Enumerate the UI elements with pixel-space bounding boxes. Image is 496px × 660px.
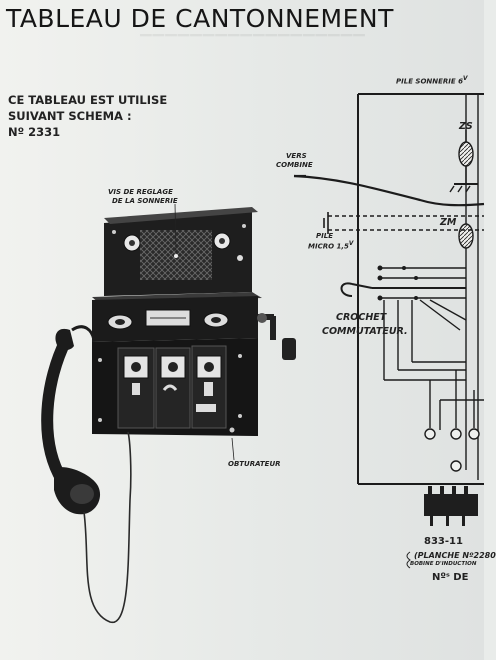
label-vers: VERS	[286, 152, 307, 160]
label-commutateur: COMMUTATEUR.	[322, 326, 408, 337]
label-pile-micro-1: PILE	[316, 232, 333, 240]
label-pile-micro-2: MICRO 1,5V	[308, 241, 353, 250]
usage-note-line: CE TABLEAU EST UTILISE	[8, 93, 168, 107]
coil-pin	[464, 486, 468, 496]
jack-right-hole	[211, 317, 221, 323]
key-3	[204, 382, 213, 396]
wire-to-handset	[293, 174, 485, 207]
ringer-bell-left-center	[129, 240, 135, 246]
leader-line-vis	[174, 203, 177, 253]
hook	[340, 282, 353, 297]
coil-pin	[452, 486, 456, 496]
indicator-2	[168, 362, 178, 372]
crank-shaft	[270, 316, 276, 340]
terminal	[450, 460, 462, 472]
screw	[238, 414, 242, 418]
label-nos-de: Nºˢ DE	[432, 572, 469, 583]
label-pile-sonnerie-text: PILE SONNERIE 6	[396, 77, 463, 86]
label-bobine-induction: BOBINE D'INDUCTION	[410, 561, 477, 567]
shutter-plate	[196, 404, 216, 412]
label-zm: ZM	[440, 217, 457, 228]
label-pile-micro-text: MICRO 1,5	[308, 242, 349, 251]
label-crochet: CROCHET	[336, 312, 387, 323]
induction-coil-symbol	[424, 486, 478, 526]
contact-dot	[414, 296, 418, 300]
coil-block	[424, 494, 478, 516]
ringer-bell-right-center	[219, 238, 225, 244]
ringer-adjust-screw	[237, 255, 243, 261]
label-combine: COMBINE	[276, 161, 313, 169]
indicator-1	[131, 362, 141, 372]
internal-wire	[419, 299, 461, 331]
screw	[242, 224, 246, 228]
ground-hatch	[449, 185, 455, 193]
usage-note-line: SUIVANT SCHEMA :	[8, 109, 132, 123]
handset-illustration	[41, 325, 132, 623]
contact-dot	[414, 276, 418, 280]
handset-cord	[83, 431, 132, 623]
bleed-through-text: ▔▔▔▔▔▔▔▔▔▔▔▔▔▔▔▔▔▔	[140, 34, 366, 52]
label-obturateur: OBTURATEUR	[228, 460, 281, 468]
handset-handle	[41, 334, 72, 486]
contact-dot	[377, 295, 383, 301]
cord-top	[71, 325, 96, 341]
coil-pin	[446, 516, 449, 526]
label-planche: (PLANCHE Nº2280	[414, 551, 496, 560]
switchboard-illustration	[92, 207, 296, 436]
crank-hub	[257, 313, 267, 323]
leader-line-obturateur	[231, 437, 235, 461]
label-bobine-number: 833-11	[424, 536, 463, 547]
contact-dot	[402, 266, 406, 270]
zm-coil	[458, 223, 474, 249]
screw	[112, 230, 116, 234]
contact-dots	[377, 265, 418, 301]
mouthpiece-grille	[70, 484, 94, 504]
label-pile-sonnerie: PILE SONNERIE 6V	[396, 76, 468, 85]
contact-dot	[377, 265, 383, 271]
terminal	[450, 428, 462, 440]
coil-pin	[428, 486, 432, 496]
circuit-schematic	[293, 93, 485, 485]
usage-note-line: Nº 2331	[8, 125, 61, 139]
zs-coil	[458, 141, 474, 167]
page-title: TABLEAU DE CANTONNEMENT	[6, 4, 394, 33]
shutter-screw	[229, 427, 235, 433]
usage-note: CE TABLEAU EST UTILISE SUIVANT SCHEMA : …	[8, 92, 167, 140]
terminals	[424, 428, 480, 472]
ground-hatch	[465, 185, 471, 193]
ringer-adjust-screw-center	[174, 254, 178, 258]
crank-handle	[282, 338, 296, 360]
brace	[406, 551, 411, 569]
label-zs: ZS	[459, 121, 473, 132]
terminal	[424, 428, 436, 440]
coil-pin	[430, 516, 433, 526]
screw	[98, 358, 102, 362]
terminal	[468, 428, 480, 440]
coil-pin	[462, 516, 465, 526]
contact-dot	[377, 275, 383, 281]
illustration-layer	[41, 93, 485, 623]
indicator-3	[204, 362, 214, 372]
coil-pin	[440, 486, 444, 496]
screw	[98, 418, 102, 422]
label-vis-reglage-1: VIS DE REGLAGE	[108, 188, 173, 196]
label-pile-sonnerie-unit: V	[463, 76, 468, 82]
label-pile-micro-unit: V	[348, 241, 354, 247]
ground-hatch	[457, 185, 463, 193]
label-vis-reglage-2: DE LA SONNERIE	[112, 197, 178, 205]
hook-lever	[351, 283, 373, 289]
jack-left-hole	[115, 319, 125, 325]
screw	[238, 354, 242, 358]
switchboard-top-lid	[104, 207, 258, 224]
key-2	[162, 384, 178, 391]
internal-wire	[429, 299, 467, 321]
key-1	[132, 383, 140, 395]
